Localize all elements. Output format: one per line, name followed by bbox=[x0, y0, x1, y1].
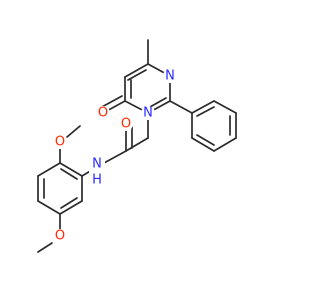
atom-n3-ring-label: N bbox=[165, 69, 175, 84]
bond-c6-o-double bbox=[99, 95, 123, 109]
atom-n3-ring: N bbox=[163, 69, 177, 84]
bond-o-ch3-bottom bbox=[37, 242, 53, 253]
molecule-structure-diagram: O N N O N H O O bbox=[37, 39, 237, 253]
bond-ph-c5-c6 bbox=[191, 137, 215, 152]
atom-n1-ring: N bbox=[141, 106, 155, 121]
bond-ar-c1-c2-double bbox=[60, 168, 78, 180]
atom-o-ring-carbonyl: O bbox=[96, 106, 110, 121]
bond-o-ch3-top bbox=[66, 125, 81, 138]
atom-o-methoxy-top: O bbox=[53, 135, 67, 150]
atom-o-methoxy-bottom: O bbox=[53, 229, 67, 244]
bond-c2-phenyl bbox=[169, 100, 193, 114]
bond-c5-n3 bbox=[124, 63, 149, 78]
bond-c5-n3-double bbox=[127, 69, 147, 81]
atom-o-ring-carbonyl-label: O bbox=[98, 106, 108, 121]
bond-lines bbox=[37, 39, 237, 253]
bond-ph-c5-c6-double bbox=[196, 134, 215, 146]
atom-o-methoxy-bottom-label: O bbox=[55, 229, 65, 244]
bond-ar-c5-c6 bbox=[59, 200, 83, 215]
atom-o-amide: O bbox=[119, 117, 133, 132]
atom-o-amide-label: O bbox=[121, 117, 131, 132]
bond-ph-c1-c2-double bbox=[196, 106, 215, 117]
atom-o-methoxy-top-label: O bbox=[55, 135, 65, 150]
bond-ch2-c bbox=[125, 137, 149, 152]
bond-ar-c2-c3 bbox=[37, 162, 61, 177]
atom-n-amide: N H bbox=[89, 153, 105, 188]
bond-ar-c5-c6-double bbox=[60, 197, 78, 209]
bond-ph-c4-c5 bbox=[213, 137, 237, 152]
bond-ar-c1-c2 bbox=[59, 162, 83, 177]
atom-n-amide-label: N bbox=[92, 157, 102, 172]
atom-labels: O N N O N H O O bbox=[53, 69, 177, 244]
bond-c2-n1-double bbox=[149, 97, 167, 108]
bond-ph-c1-c2 bbox=[191, 100, 215, 114]
atom-n1-ring-label: N bbox=[143, 106, 153, 121]
bond-ph-c2-c3 bbox=[213, 100, 237, 114]
bond-ar-c4-c5 bbox=[37, 200, 61, 215]
bond-amide-c-n bbox=[103, 150, 127, 164]
atom-h-amide-label: H bbox=[92, 173, 102, 188]
